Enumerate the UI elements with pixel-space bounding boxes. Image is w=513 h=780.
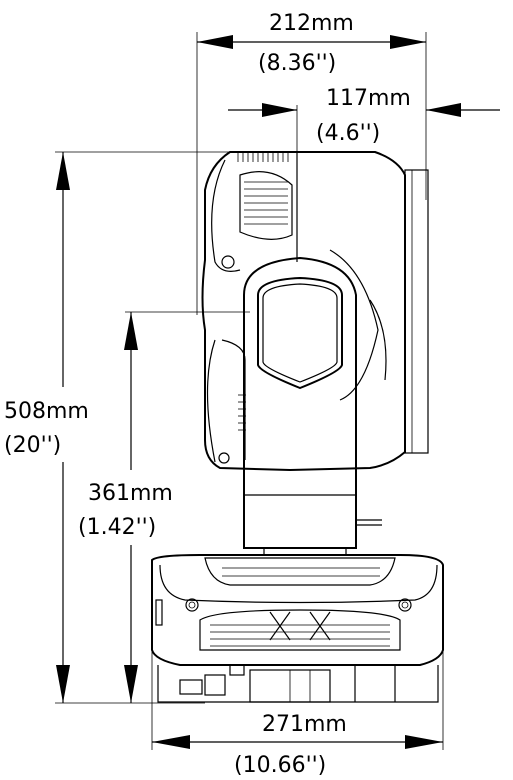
top-width-in-label: (8.36'') — [258, 51, 336, 76]
top-width-mm-label: 212mm — [269, 11, 354, 36]
bottom-width-in-label: (10.66'') — [234, 753, 326, 778]
base-height-in-label: (1.42'') — [78, 515, 156, 540]
bottom-width-mm-label: 271mm — [262, 712, 347, 737]
dimension-lines — [55, 32, 500, 750]
fixture-head — [201, 151, 429, 472]
overall-height-in-label: (20'') — [4, 433, 61, 458]
fixture-yoke-arm — [243, 256, 382, 556]
fixture-base — [151, 554, 444, 703]
overall-height-mm-label: 508mm — [4, 399, 89, 424]
base-height-mm-label: 361mm — [88, 481, 173, 506]
depth-in-label: (4.6'') — [316, 121, 380, 146]
depth-mm-label: 117mm — [326, 86, 411, 111]
